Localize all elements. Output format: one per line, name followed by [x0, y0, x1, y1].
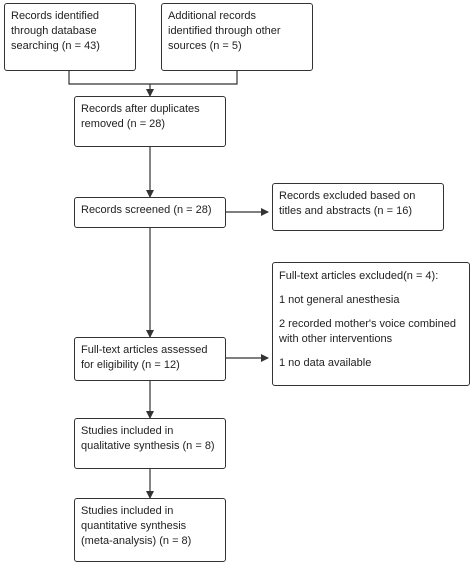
box-text-line: Records excluded based on	[279, 190, 416, 202]
box-text-line: Records identified	[11, 10, 100, 22]
box-text-line: identified through other	[168, 25, 281, 37]
box-text-line: removed (n = 28)	[81, 118, 166, 130]
box-text-line: Full-text articles assessed	[81, 344, 208, 356]
exclusion-reason: 1 no data available	[279, 357, 372, 369]
records-excluded-titles-box: Records excluded based on titles and abs…	[272, 183, 444, 231]
fulltext-excluded-box: Full-text articles excluded(n = 4): 1 no…	[272, 262, 470, 386]
box-text-line: qualitative synthesis (n = 8)	[81, 440, 215, 452]
exclusion-heading: Full-text articles excluded(n = 4):	[279, 270, 439, 282]
box-text-line: through database	[11, 25, 97, 37]
box-text-line: quantitative synthesis	[81, 520, 187, 532]
box-text-line: sources (n = 5)	[168, 40, 242, 52]
box-text-line: Studies included in	[81, 505, 174, 517]
box-text-line: titles and abstracts (n = 16)	[279, 205, 412, 217]
exclusion-reason: 2 recorded mother's voice combined	[279, 318, 456, 330]
box-text-line: searching (n = 43)	[11, 40, 100, 52]
box-text-line: (meta-analysis) (n = 8)	[81, 535, 192, 547]
additional-records-box: Additional records identified through ot…	[161, 3, 313, 71]
exclusion-reason: with other interventions	[279, 333, 393, 345]
records-after-duplicates-box: Records after duplicates removed (n = 28…	[74, 96, 226, 147]
merge-connector-right	[150, 71, 238, 85]
records-screened-box: Records screened (n = 28)	[74, 197, 226, 228]
box-text-line: Records screened (n = 28)	[81, 204, 212, 216]
box-text-line: Records after duplicates	[81, 103, 200, 115]
records-identified-database-box: Records identified through database sear…	[4, 3, 136, 71]
box-text-line: Studies included in	[81, 425, 174, 437]
exclusion-reason: 1 not general anesthesia	[279, 294, 400, 306]
box-text-line: for eligibility (n = 12)	[81, 359, 180, 371]
box-text-line: Additional records	[168, 10, 257, 22]
qualitative-synthesis-box: Studies included in qualitative synthesi…	[74, 418, 226, 469]
merge-connector-left	[68, 71, 150, 85]
fulltext-assessed-box: Full-text articles assessed for eligibil…	[74, 337, 226, 381]
quantitative-synthesis-box: Studies included in quantitative synthes…	[74, 498, 226, 562]
